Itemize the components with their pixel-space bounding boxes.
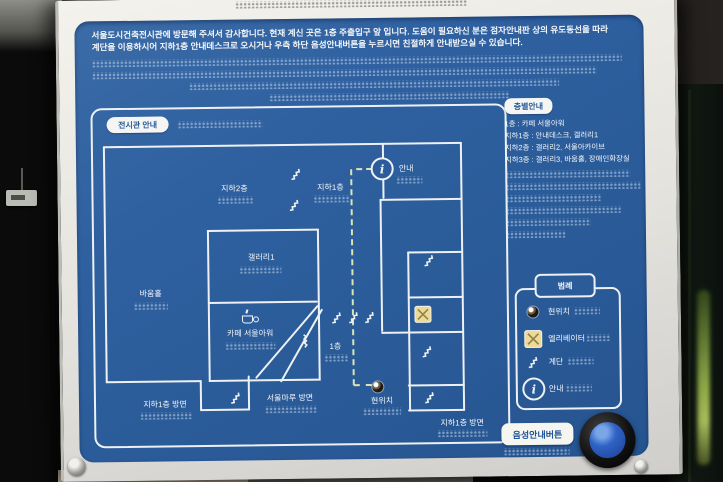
label-seoulmaru: 서울마루 방면: [266, 393, 314, 403]
map-title-pill: 전시관 안내: [106, 116, 169, 134]
braille-row: [437, 429, 488, 438]
braille-row: [363, 407, 402, 416]
floor-guide-line-1f: 1층 : 카페 서울아워: [504, 118, 565, 129]
legend-title: 범례: [534, 273, 596, 298]
label-baum-hall: 바움홀: [139, 289, 162, 299]
label-to-b1-left: 지하1층 방면: [143, 399, 187, 410]
braille-row: [573, 307, 600, 315]
info-glyph: i: [531, 381, 537, 397]
info-icon: i: [370, 157, 394, 181]
coffee-cup-icon: [239, 309, 260, 325]
braille-row: [265, 405, 318, 414]
braille-row: [140, 412, 193, 420]
braille-row: [239, 266, 282, 274]
stairs-icon: [349, 312, 358, 324]
legend-label-current: 현위치: [547, 307, 571, 317]
elevator-icon: [524, 329, 543, 349]
floor-guide-line-b3: 지하3층 : 갤러리3, 바움홀, 장애인화장실: [505, 153, 630, 165]
concrete-wall: [0, 0, 62, 52]
braille-row: [313, 195, 350, 203]
elevator-icon: [414, 305, 432, 323]
info-glyph: i: [379, 161, 385, 176]
stairs-icon: [425, 392, 434, 404]
button-blue-cap[interactable]: [589, 421, 626, 459]
braille-row: [505, 194, 601, 203]
wall-line: [382, 178, 385, 199]
floor-guide-line-b1: 지하1층 : 안내데스크, 갤러리1: [504, 130, 599, 141]
stairs-icon: [422, 346, 432, 358]
braille-row: [567, 357, 594, 365]
braille-row: [505, 218, 591, 227]
wall-line: [199, 380, 203, 412]
stairs-icon: [289, 199, 299, 212]
braille-row: [396, 176, 423, 184]
legend-label-elevator: 엘리베이터: [548, 333, 586, 344]
braille-row: [177, 120, 263, 129]
stairs-icon: [332, 312, 341, 324]
braille-row: [505, 205, 621, 215]
green-light-reflection: [697, 290, 710, 465]
current-location-icon: [372, 381, 384, 393]
label-b1: 지하1층: [317, 182, 344, 193]
legend-label-info: 안내: [548, 384, 564, 394]
label-gallery1: 갤러리1: [247, 252, 275, 262]
door-edge: [688, 90, 691, 482]
screw: [67, 457, 86, 476]
embossed-frame-text: [235, 0, 468, 9]
braille-row: [217, 196, 254, 204]
braille-row: [225, 342, 276, 350]
stairs-icon: [528, 356, 538, 369]
braille-row: [505, 230, 567, 239]
braille-row: [133, 302, 168, 310]
stairs-icon: [302, 334, 308, 348]
stairs-icon: [365, 311, 374, 324]
label-current-location: 현위치: [370, 396, 394, 406]
current-location-icon: [527, 306, 539, 318]
braille-row: [586, 334, 611, 342]
label-to-b1-right: 지하1층 방면: [440, 418, 485, 428]
wall-cable: [21, 168, 23, 190]
floor-guide-title-pill: 층별안내: [504, 97, 553, 115]
braille-information-sign: 서울도시건축전시관에 방문해 주셔서 감사합니다. 현재 계신 곳은 1층 주출…: [55, 0, 683, 482]
stairs-icon: [291, 168, 301, 181]
legend-label-stairs: 계단: [548, 357, 564, 367]
wall-switch: [6, 190, 37, 206]
stairs-icon: [231, 392, 240, 404]
braille-row: [565, 384, 592, 392]
label-info: 안내: [398, 163, 414, 174]
braille-row: [324, 354, 349, 362]
braille-row: [503, 447, 570, 456]
voice-guide-push-button[interactable]: [579, 411, 636, 469]
label-1f: 1층: [329, 341, 342, 351]
stairs-icon: [424, 255, 434, 267]
screw: [634, 459, 648, 473]
floor-guide-line-b2: 지하2층 : 갤러리2, 서울아카이브: [504, 142, 606, 153]
voice-guide-label-pill: 음성안내버튼: [501, 422, 574, 446]
guide-path-dashed: [353, 383, 372, 387]
info-icon: i: [522, 377, 546, 401]
label-cafe: 카페 서울아워: [226, 328, 274, 339]
label-b2: 지하2층: [221, 183, 248, 194]
